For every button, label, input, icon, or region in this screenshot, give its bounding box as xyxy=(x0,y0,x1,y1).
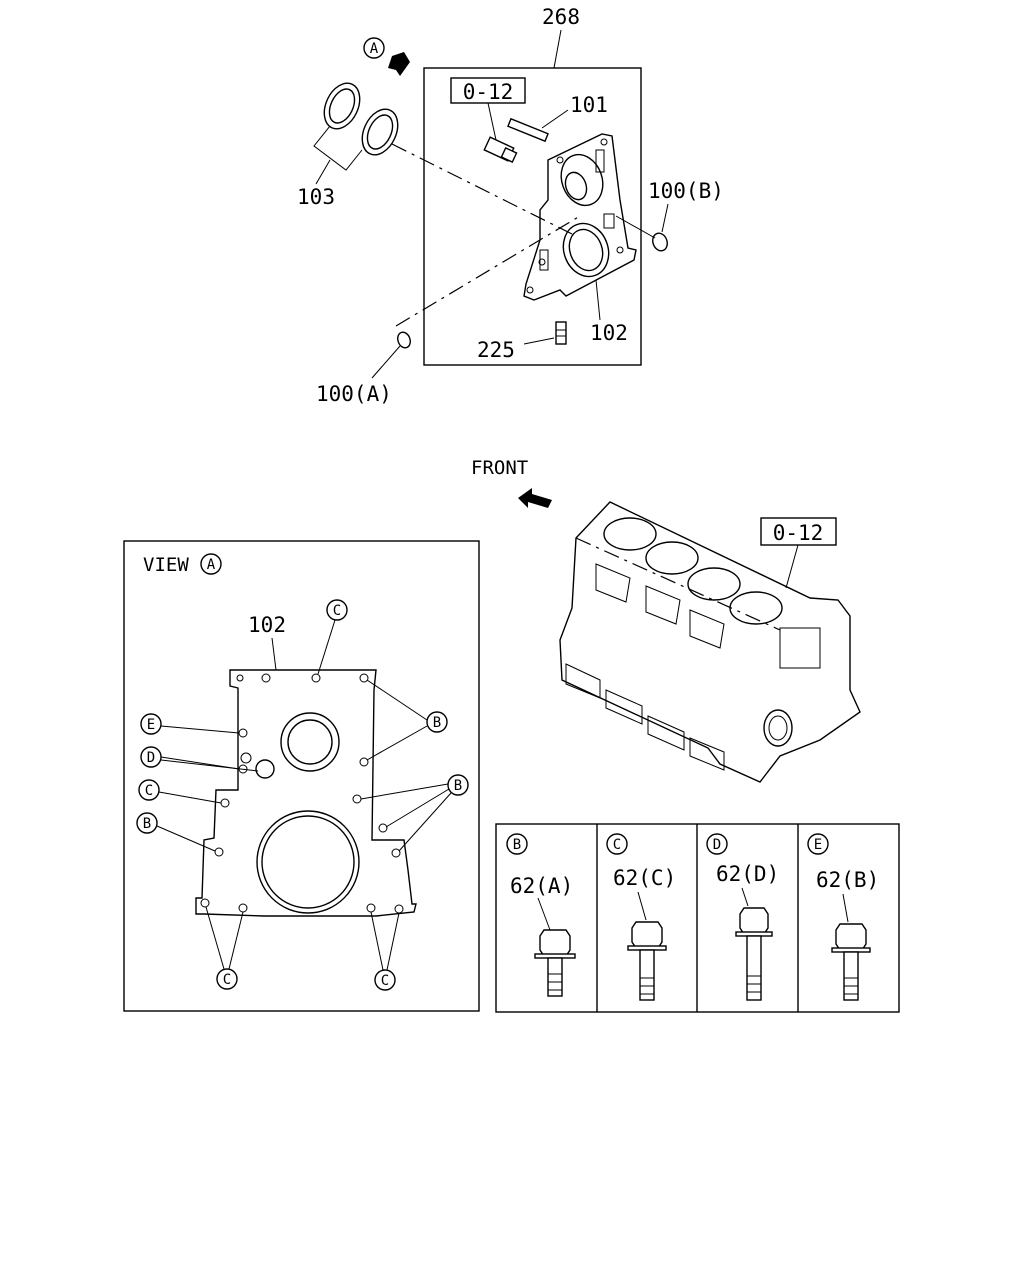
front-label: FRONT xyxy=(471,457,528,479)
bolt-cell-3: D 62(D) xyxy=(706,833,779,1001)
dowel-fitting xyxy=(483,136,518,163)
bolt-cell-2: C 62(C) xyxy=(606,833,676,1001)
bolt-cell-2-label: 62(C) xyxy=(613,866,676,890)
cylinder-bore-2 xyxy=(645,541,699,575)
bracket-103 xyxy=(313,125,363,171)
view-a-title-marker-letter: A xyxy=(207,557,216,573)
part-label-100a: 100(A) xyxy=(316,382,392,406)
bolt-head-a xyxy=(539,929,571,957)
bolt-cell-1: B 62(A) xyxy=(506,833,576,997)
ref-label-0-12-top: 0-12 xyxy=(463,80,514,104)
bolt-cell-4-label: 62(B) xyxy=(816,868,879,892)
leader-103 xyxy=(315,159,331,185)
leader-225 xyxy=(523,337,555,345)
part-label-100b: 100(B) xyxy=(648,179,724,203)
centerline-o-ring xyxy=(395,215,581,327)
view-a-part-label-102: 102 xyxy=(248,613,286,637)
bolt-cell-3-marker: D xyxy=(713,837,721,853)
part-label-103: 103 xyxy=(297,185,335,209)
bolt-head-b xyxy=(835,923,867,951)
ref-box-0-12-block xyxy=(760,517,837,546)
callout-b-left: B xyxy=(143,816,151,832)
callout-d: D xyxy=(147,750,155,766)
exploded-view: A 268 0-12 101 xyxy=(297,5,724,406)
part-label-102-top: 102 xyxy=(590,321,628,345)
leader-view-a-102 xyxy=(271,637,277,671)
bolt-table: B 62(A) C 62(C) D 62(D) xyxy=(495,823,900,1013)
cylinder-bore-3 xyxy=(687,567,741,601)
group-box-268 xyxy=(423,67,642,366)
view-a-marker-letter: A xyxy=(370,41,379,57)
bolt-cell-3-label: 62(D) xyxy=(716,862,779,886)
cylinder-bore-1 xyxy=(603,517,657,551)
bolt-cell-4-marker: E xyxy=(814,837,822,853)
leader-100b xyxy=(661,203,669,233)
bolt-cell-1-marker: B xyxy=(513,837,521,853)
leader-100b-line xyxy=(615,215,656,239)
oil-seals-103 xyxy=(323,82,399,156)
leader-0-12-block xyxy=(785,544,799,589)
group-label-268: 268 xyxy=(542,5,580,29)
engine-block xyxy=(559,501,861,783)
o-ring-100a xyxy=(397,331,411,349)
centerline-seal xyxy=(391,143,573,235)
leader-100a xyxy=(371,345,401,379)
callout-c-bottom-right-circle xyxy=(374,969,396,991)
callout-c-bottom-left: C xyxy=(223,972,231,988)
part-label-225: 225 xyxy=(477,338,515,362)
view-a-title-marker-circle xyxy=(200,553,222,575)
callout-e: E xyxy=(147,717,155,733)
callout-b-right-mid: B xyxy=(454,778,462,794)
callout-b-right-mid-circle xyxy=(447,774,469,796)
leader-0-12-top xyxy=(487,102,497,141)
gasket-lower-bore-outer xyxy=(256,810,360,914)
gasket-102-outline xyxy=(195,669,417,917)
bolt-head-c xyxy=(631,921,663,949)
bolt-cell-4: E 62(B) xyxy=(807,833,879,1001)
bolt-cell-2-marker: C xyxy=(613,837,621,853)
callout-c-left-circle xyxy=(138,779,160,801)
bolt-cell-1-label: 62(A) xyxy=(510,874,573,898)
callout-b-right-top-circle xyxy=(426,711,448,733)
view-a-frame xyxy=(123,540,480,1012)
callout-e-circle xyxy=(140,713,162,735)
gasket-upper-bore-outer xyxy=(280,712,340,772)
bolt-head-d xyxy=(739,907,769,935)
crank-bore xyxy=(763,709,793,747)
ref-label-0-12-block: 0-12 xyxy=(773,521,824,545)
callout-b-right-top: B xyxy=(433,715,441,731)
plug-225 xyxy=(555,321,567,345)
leader-102-top xyxy=(595,279,601,321)
callout-c-bottom-right: C xyxy=(381,973,389,989)
part-label-101: 101 xyxy=(570,93,608,117)
view-a-panel: VIEW A 102 xyxy=(123,540,480,1012)
view-a-marker-circle xyxy=(363,37,385,59)
callout-c-bottom-left-circle xyxy=(216,968,238,990)
callout-c-left: C xyxy=(145,783,153,799)
cover-plate xyxy=(523,133,637,301)
callout-c-top-circle xyxy=(326,599,348,621)
view-direction-arrow xyxy=(388,52,410,76)
o-ring-100b xyxy=(652,232,668,252)
view-a-title: VIEW xyxy=(143,554,189,576)
gasket-lower-bore-inner xyxy=(261,815,355,909)
gasket-upper-bore-inner xyxy=(287,719,333,765)
stud-101 xyxy=(507,117,549,143)
callout-c-top: C xyxy=(333,603,341,619)
leader-268 xyxy=(553,29,562,69)
leader-101 xyxy=(541,109,569,129)
front-arrow xyxy=(518,488,552,508)
callout-b-left-circle xyxy=(136,812,158,834)
gasket-passage-hole xyxy=(255,759,275,779)
